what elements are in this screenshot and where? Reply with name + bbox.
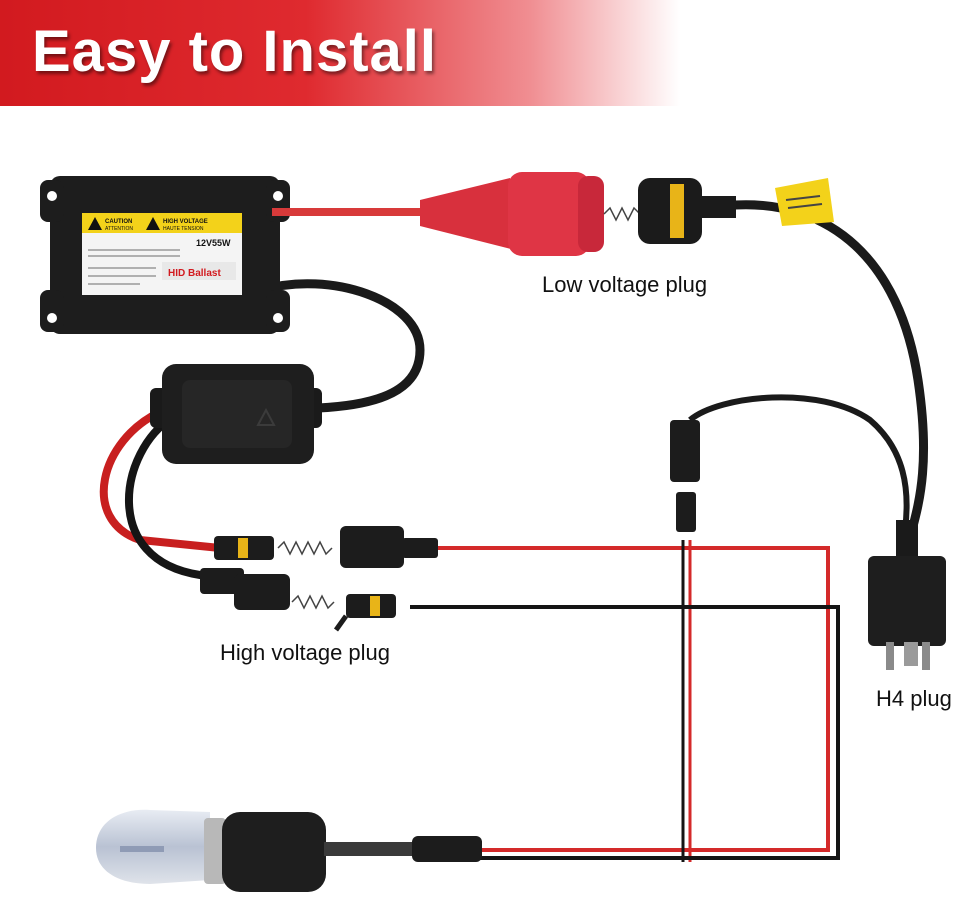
hid-ballast: CAUTION ATTENTION HIGH VOLTAGE HAUTE TEN… — [40, 176, 290, 334]
connection-spring — [603, 206, 641, 222]
bulb-wire-black — [410, 540, 840, 862]
hid-bulb — [96, 809, 482, 892]
high-voltage-black-plug — [200, 568, 396, 632]
warning-label — [82, 213, 242, 233]
yellow-warning-tag — [775, 178, 834, 226]
h4-plug-label: H4 plug — [876, 686, 952, 711]
relay-connector — [670, 420, 700, 532]
h4-harness-connector — [638, 178, 736, 244]
ballast-name: HID Ballast — [168, 268, 221, 279]
h4-harness-cable — [734, 200, 929, 532]
caution-sub-text: ATTENTION — [105, 226, 133, 232]
banner-title: Easy to Install — [32, 19, 438, 84]
banner: Easy to Install — [0, 0, 680, 106]
relay-lead-cable — [688, 394, 910, 531]
high-voltage-plug-label: High voltage plug — [220, 640, 391, 665]
warning-triangle-icon — [88, 217, 102, 230]
low-voltage-plug-label: Low voltage plug — [542, 272, 708, 297]
h4-plug — [868, 520, 946, 670]
ballast-rating: 12V55W — [196, 238, 231, 248]
bulb-wire-red — [430, 540, 830, 862]
caution-text: CAUTION — [105, 219, 132, 225]
high-voltage-sub-text: HAUTE TENSION — [163, 226, 204, 232]
controller-module — [150, 364, 322, 464]
high-voltage-red-plug — [214, 526, 438, 568]
high-voltage-text: HIGH VOLTAGE — [163, 219, 208, 225]
high-voltage-triangle-icon — [146, 217, 160, 230]
red-low-voltage-connector — [420, 172, 604, 256]
controller-black-wire — [125, 414, 221, 584]
controller-red-wire — [99, 408, 221, 552]
ballast-control-cable — [260, 279, 425, 413]
